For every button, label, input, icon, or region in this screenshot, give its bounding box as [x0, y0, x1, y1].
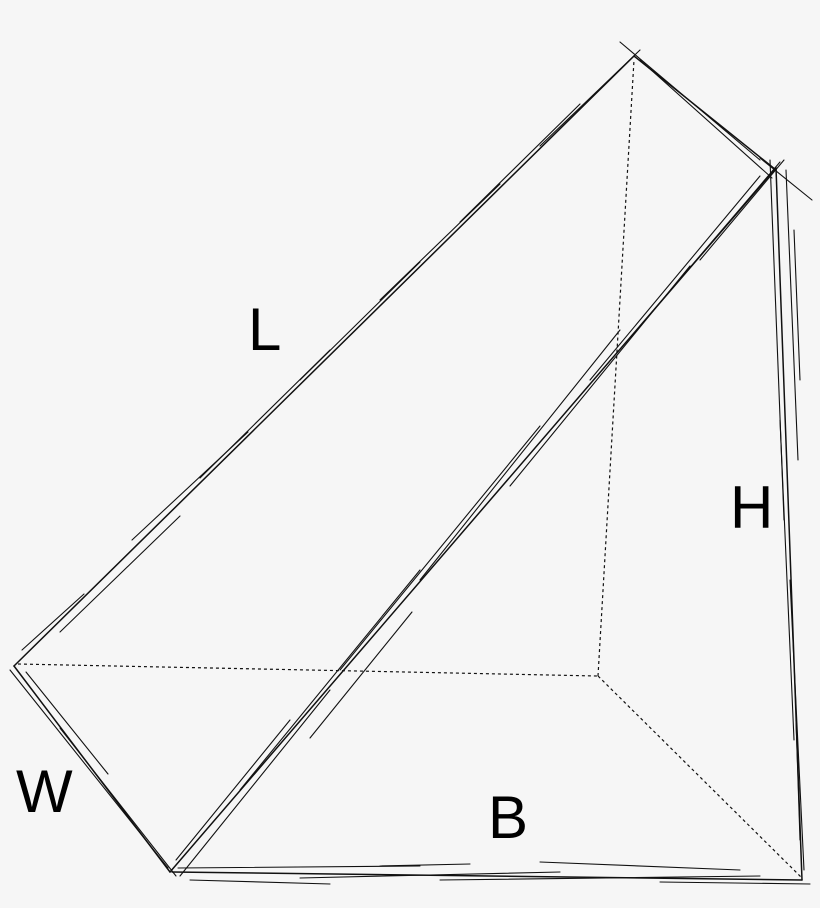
label-width: W — [16, 758, 73, 825]
label-base: B — [488, 784, 528, 851]
label-height: H — [730, 474, 773, 541]
edge-long-top — [13, 55, 635, 667]
visible-edges — [13, 55, 803, 881]
hidden-edges — [17, 59, 803, 879]
sketch-strokes — [9, 41, 813, 885]
hidden-edge-bottom-back — [597, 675, 803, 879]
hidden-edge-vertical-back — [597, 59, 635, 677]
hidden-edge-left-back — [17, 663, 599, 677]
label-length: L — [248, 296, 281, 363]
edge-base — [171, 871, 803, 881]
